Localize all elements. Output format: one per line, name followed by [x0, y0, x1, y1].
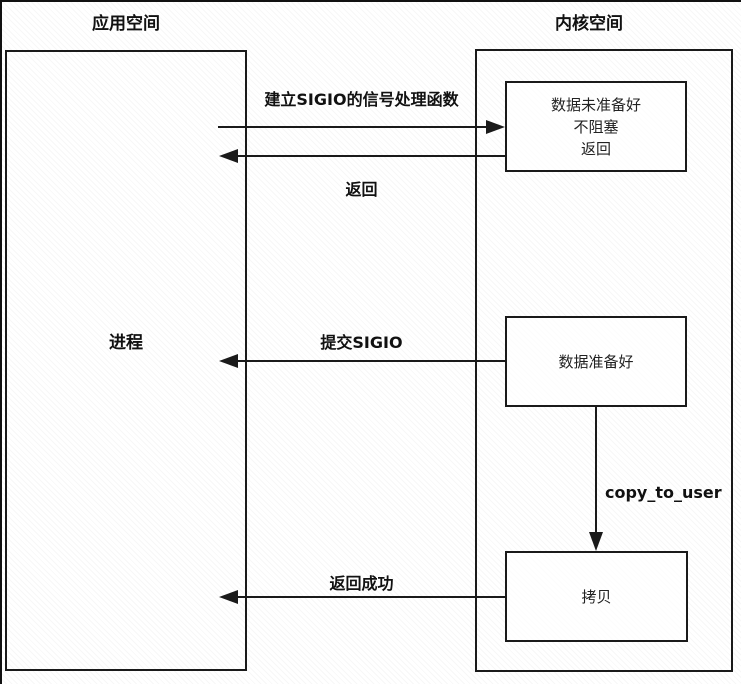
submit-sigio-arrowhead-icon — [219, 354, 238, 368]
establish-sigio-arrow-line — [218, 126, 488, 128]
data-not-ready-box: 数据未准备好 不阻塞 返回 — [505, 81, 687, 172]
app-space-title: 应用空间 — [92, 14, 160, 34]
copy-to-user-arrowhead-icon — [589, 532, 603, 551]
kernel-space-title: 内核空间 — [555, 14, 623, 34]
copy-to-user-label: copy_to_user — [605, 483, 722, 502]
data-not-ready-line3: 返回 — [580, 139, 611, 158]
establish-sigio-label: 建立SIGIO的信号处理函数 — [264, 90, 459, 109]
submit-sigio-arrow-line — [236, 360, 505, 362]
submit-sigio-label: 提交SIGIO — [320, 333, 403, 352]
establish-sigio-arrowhead-icon — [486, 120, 505, 134]
process-label: 进程 — [109, 333, 143, 353]
return-success-arrowhead-icon — [219, 590, 238, 604]
data-ready-box: 数据准备好 — [505, 316, 687, 407]
return-arrowhead-icon — [219, 149, 238, 163]
return-success-arrow-line — [236, 596, 505, 598]
data-ready-label: 数据准备好 — [558, 352, 634, 371]
data-not-ready-line1: 数据未准备好 — [550, 95, 641, 114]
copy-to-user-arrow-line — [595, 407, 597, 535]
left-edge-border — [0, 0, 2, 684]
return-success-label: 返回成功 — [329, 574, 394, 593]
copy-box: 拷贝 — [505, 551, 688, 642]
return-label: 返回 — [345, 180, 378, 199]
return-arrow-line — [236, 155, 505, 157]
copy-box-label: 拷贝 — [581, 587, 612, 606]
app-space-box — [5, 50, 247, 671]
data-not-ready-line2: 不阻塞 — [573, 117, 619, 136]
top-edge-border — [0, 0, 741, 2]
